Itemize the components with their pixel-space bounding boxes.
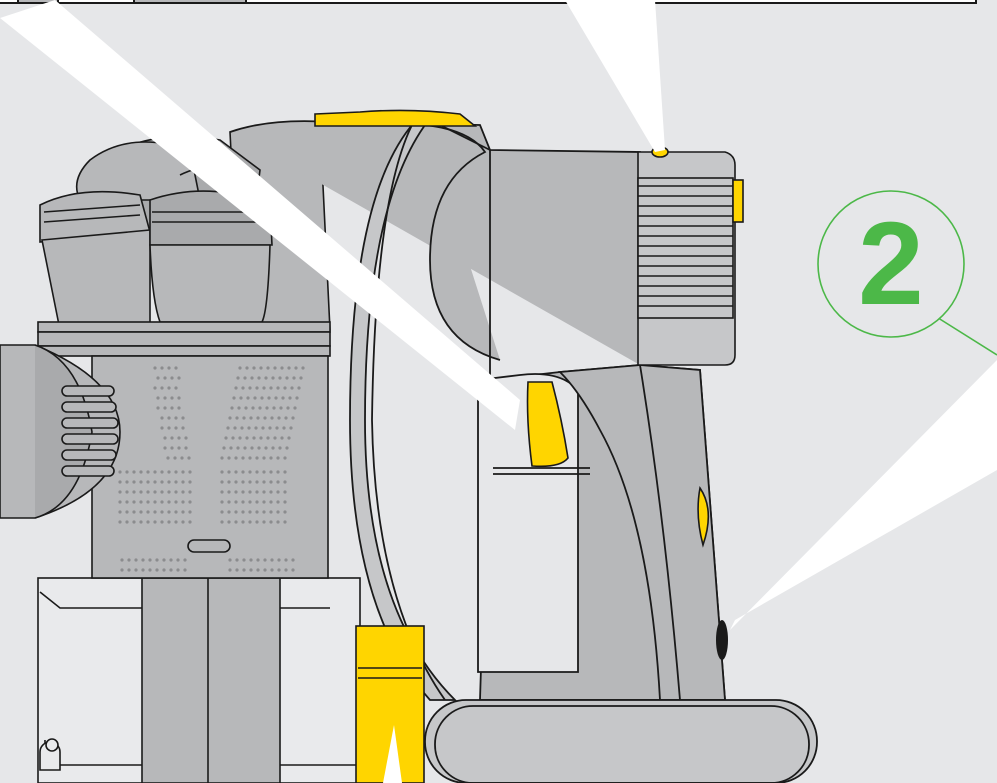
bin-lower-body (38, 578, 360, 783)
power-button-dark (716, 620, 728, 660)
bin-shroud (92, 356, 328, 578)
top-panel (0, 0, 976, 3)
motor-end-cap (638, 152, 743, 365)
step-number: 2 (818, 191, 964, 337)
battery-pack (425, 700, 817, 783)
bin-flanges (38, 322, 330, 356)
